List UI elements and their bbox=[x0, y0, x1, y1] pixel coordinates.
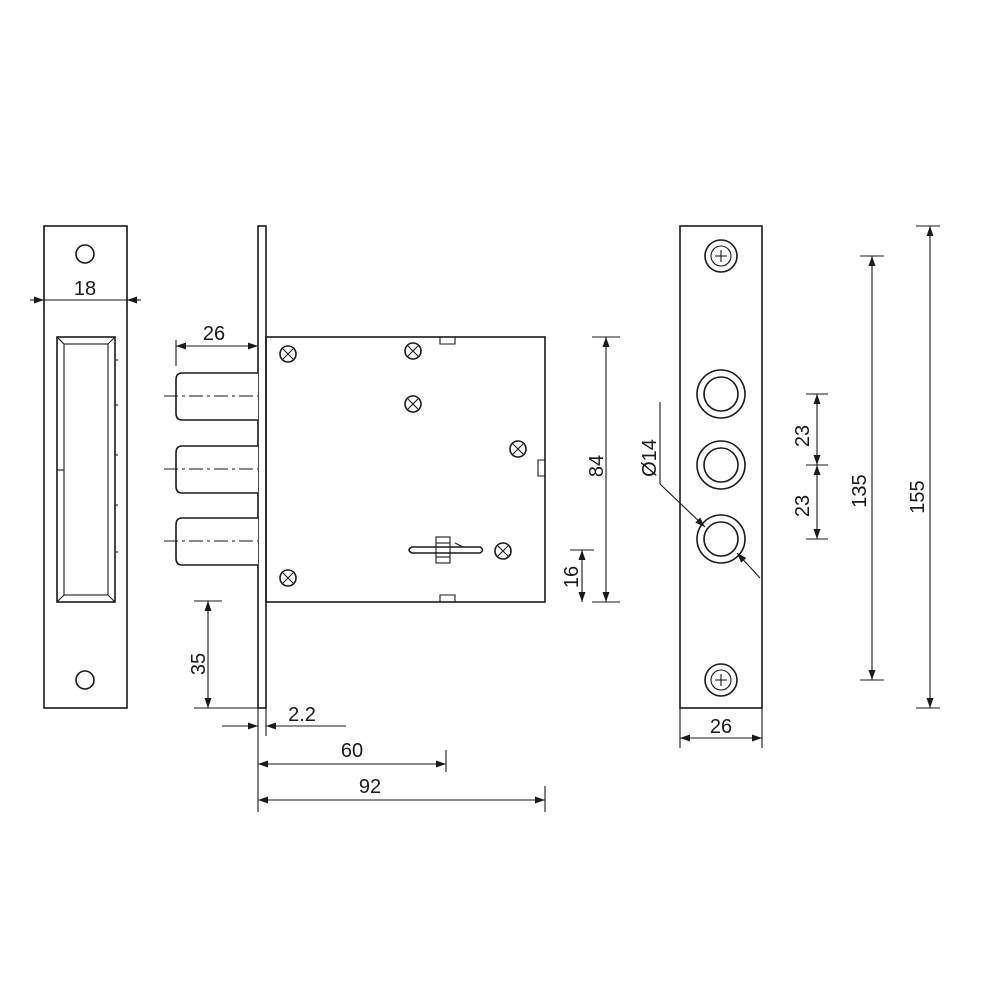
dim-bolt-spacing-bottom: 23 bbox=[792, 495, 814, 517]
bolt-hole-middle bbox=[696, 440, 746, 490]
side-view: 26 35 2.2 60 92 84 16 bbox=[164, 225, 620, 812]
strike-plate-outline bbox=[679, 225, 763, 709]
dim-screw-spacing: 135 bbox=[849, 474, 871, 507]
dim-backset-bottom: 35 bbox=[188, 653, 210, 675]
dim-strike-width: 26 bbox=[710, 716, 732, 738]
strike-plate-view: Ø14 23 23 135 155 26 bbox=[639, 225, 940, 748]
bolt-hole-top bbox=[696, 369, 746, 419]
strike-screw-top bbox=[704, 239, 738, 273]
keyhole bbox=[408, 536, 484, 564]
faceplate-bottom-hole bbox=[75, 670, 95, 690]
dim-bolt-diameter: Ø14 bbox=[639, 439, 661, 477]
dim-case-height: 84 bbox=[586, 455, 608, 477]
dim-backset: 60 bbox=[341, 740, 363, 762]
faceplate-edge bbox=[257, 225, 267, 709]
dim-faceplate-thickness: 2.2 bbox=[288, 704, 316, 726]
dim-case-depth: 92 bbox=[359, 776, 381, 798]
case-screws bbox=[279, 342, 527, 587]
dim-bolt-projection: 26 bbox=[203, 323, 225, 345]
faceplate-outline bbox=[43, 225, 128, 709]
bolts bbox=[164, 372, 258, 566]
bolt-slot-inner bbox=[63, 343, 109, 596]
dim-strike-height: 155 bbox=[907, 480, 929, 513]
faceplate-top-hole bbox=[75, 244, 95, 264]
dim-keyhole-offset: 16 bbox=[561, 566, 583, 588]
lock-case bbox=[265, 336, 546, 603]
front-view: 18 bbox=[30, 225, 141, 709]
bolt-slot-outer bbox=[56, 336, 116, 603]
strike-screw-bottom bbox=[704, 663, 738, 697]
dim-bolt-spacing-top: 23 bbox=[792, 425, 814, 447]
dim-front-width: 18 bbox=[74, 278, 96, 300]
bolt-holes bbox=[696, 369, 746, 564]
bolt-hole-bottom bbox=[696, 514, 746, 564]
